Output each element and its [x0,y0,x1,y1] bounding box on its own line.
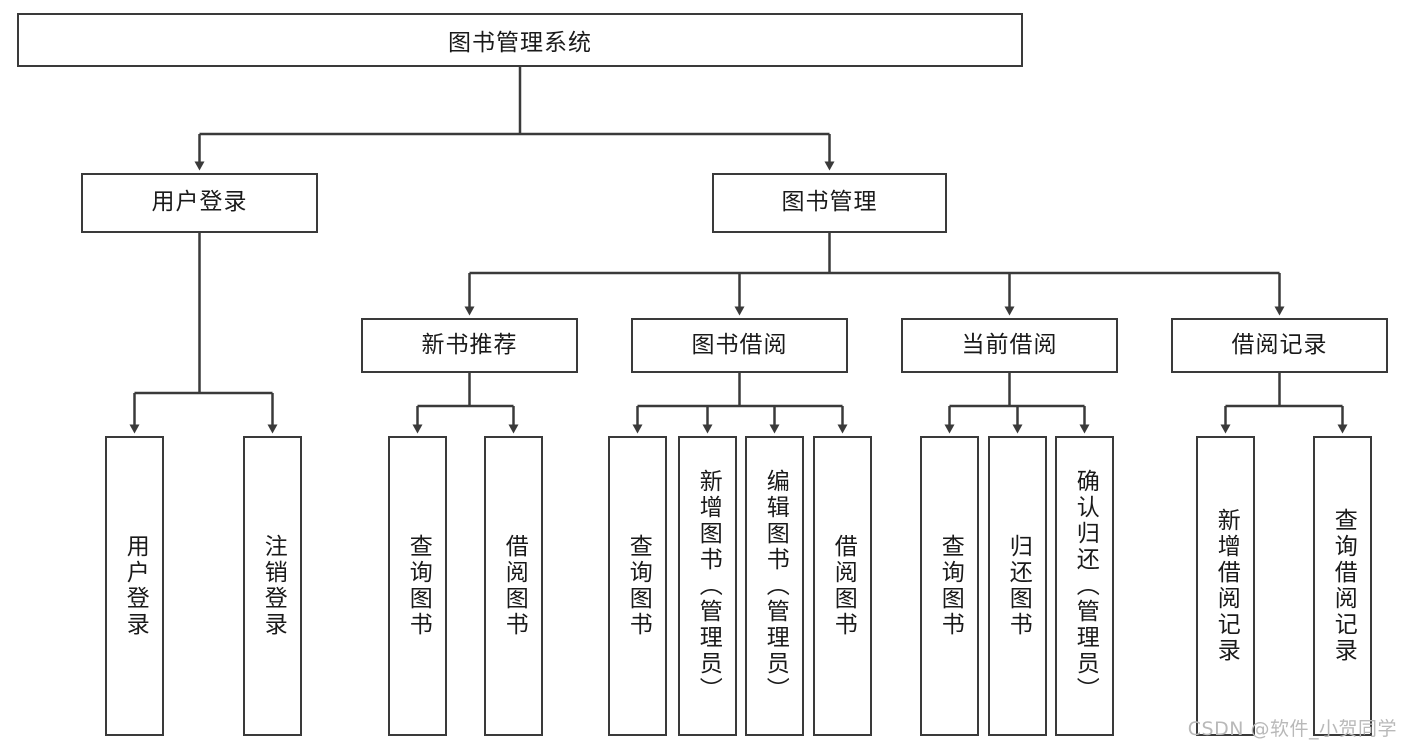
node-label: 编辑图书（管理员） [762,469,789,703]
node-level3-1[interactable]: 图书借阅 [631,318,848,373]
node-level2-0[interactable]: 用户登录 [81,173,318,233]
watermark-label: CSDN @软件_小贺同学 [1187,718,1397,740]
node-level3-2[interactable]: 当前借阅 [901,318,1118,373]
node-root-system[interactable]: 图书管理系统 [17,13,1023,67]
node-leaf-10[interactable]: 确认归还（管理员） [1055,436,1114,736]
node-leaf-11[interactable]: 新增借阅记录 [1196,436,1255,736]
node-leaf-12[interactable]: 查询借阅记录 [1313,436,1372,736]
node-label: 借阅图书 [830,534,857,638]
node-leaf-2[interactable]: 查询图书 [388,436,447,736]
node-leaf-4[interactable]: 查询图书 [608,436,667,736]
node-label: 用户登录 [122,534,149,638]
node-leaf-0[interactable]: 用户登录 [105,436,164,736]
node-leaf-8[interactable]: 查询图书 [920,436,979,736]
node-label: 图书管理系统 [448,30,592,56]
node-label: 归还图书 [1005,534,1032,638]
node-label: 查询图书 [625,534,652,638]
node-label: 查询图书 [937,534,964,638]
node-label: 当前借阅 [961,331,1058,358]
node-level2-1[interactable]: 图书管理 [712,173,947,233]
node-label: 新增图书（管理员） [695,469,722,703]
node-leaf-5[interactable]: 新增图书（管理员） [678,436,737,736]
node-label: 新增借阅记录 [1213,508,1240,664]
node-leaf-6[interactable]: 编辑图书（管理员） [745,436,804,736]
node-label: 查询图书 [405,534,432,638]
node-label: 查询借阅记录 [1330,508,1357,664]
node-label: 借阅图书 [501,534,528,638]
node-leaf-7[interactable]: 借阅图书 [813,436,872,736]
node-label: 图书管理 [781,189,878,216]
node-label: 注销登录 [260,534,287,638]
node-label: 用户登录 [151,189,248,216]
node-leaf-1[interactable]: 注销登录 [243,436,302,736]
node-level3-0[interactable]: 新书推荐 [361,318,578,373]
node-label: 图书借阅 [691,331,788,358]
node-label: 借阅记录 [1231,331,1328,358]
node-leaf-9[interactable]: 归还图书 [988,436,1047,736]
node-leaf-3[interactable]: 借阅图书 [484,436,543,736]
node-label: 新书推荐 [421,331,518,358]
node-level3-3[interactable]: 借阅记录 [1171,318,1388,373]
node-label: 确认归还（管理员） [1072,469,1099,703]
